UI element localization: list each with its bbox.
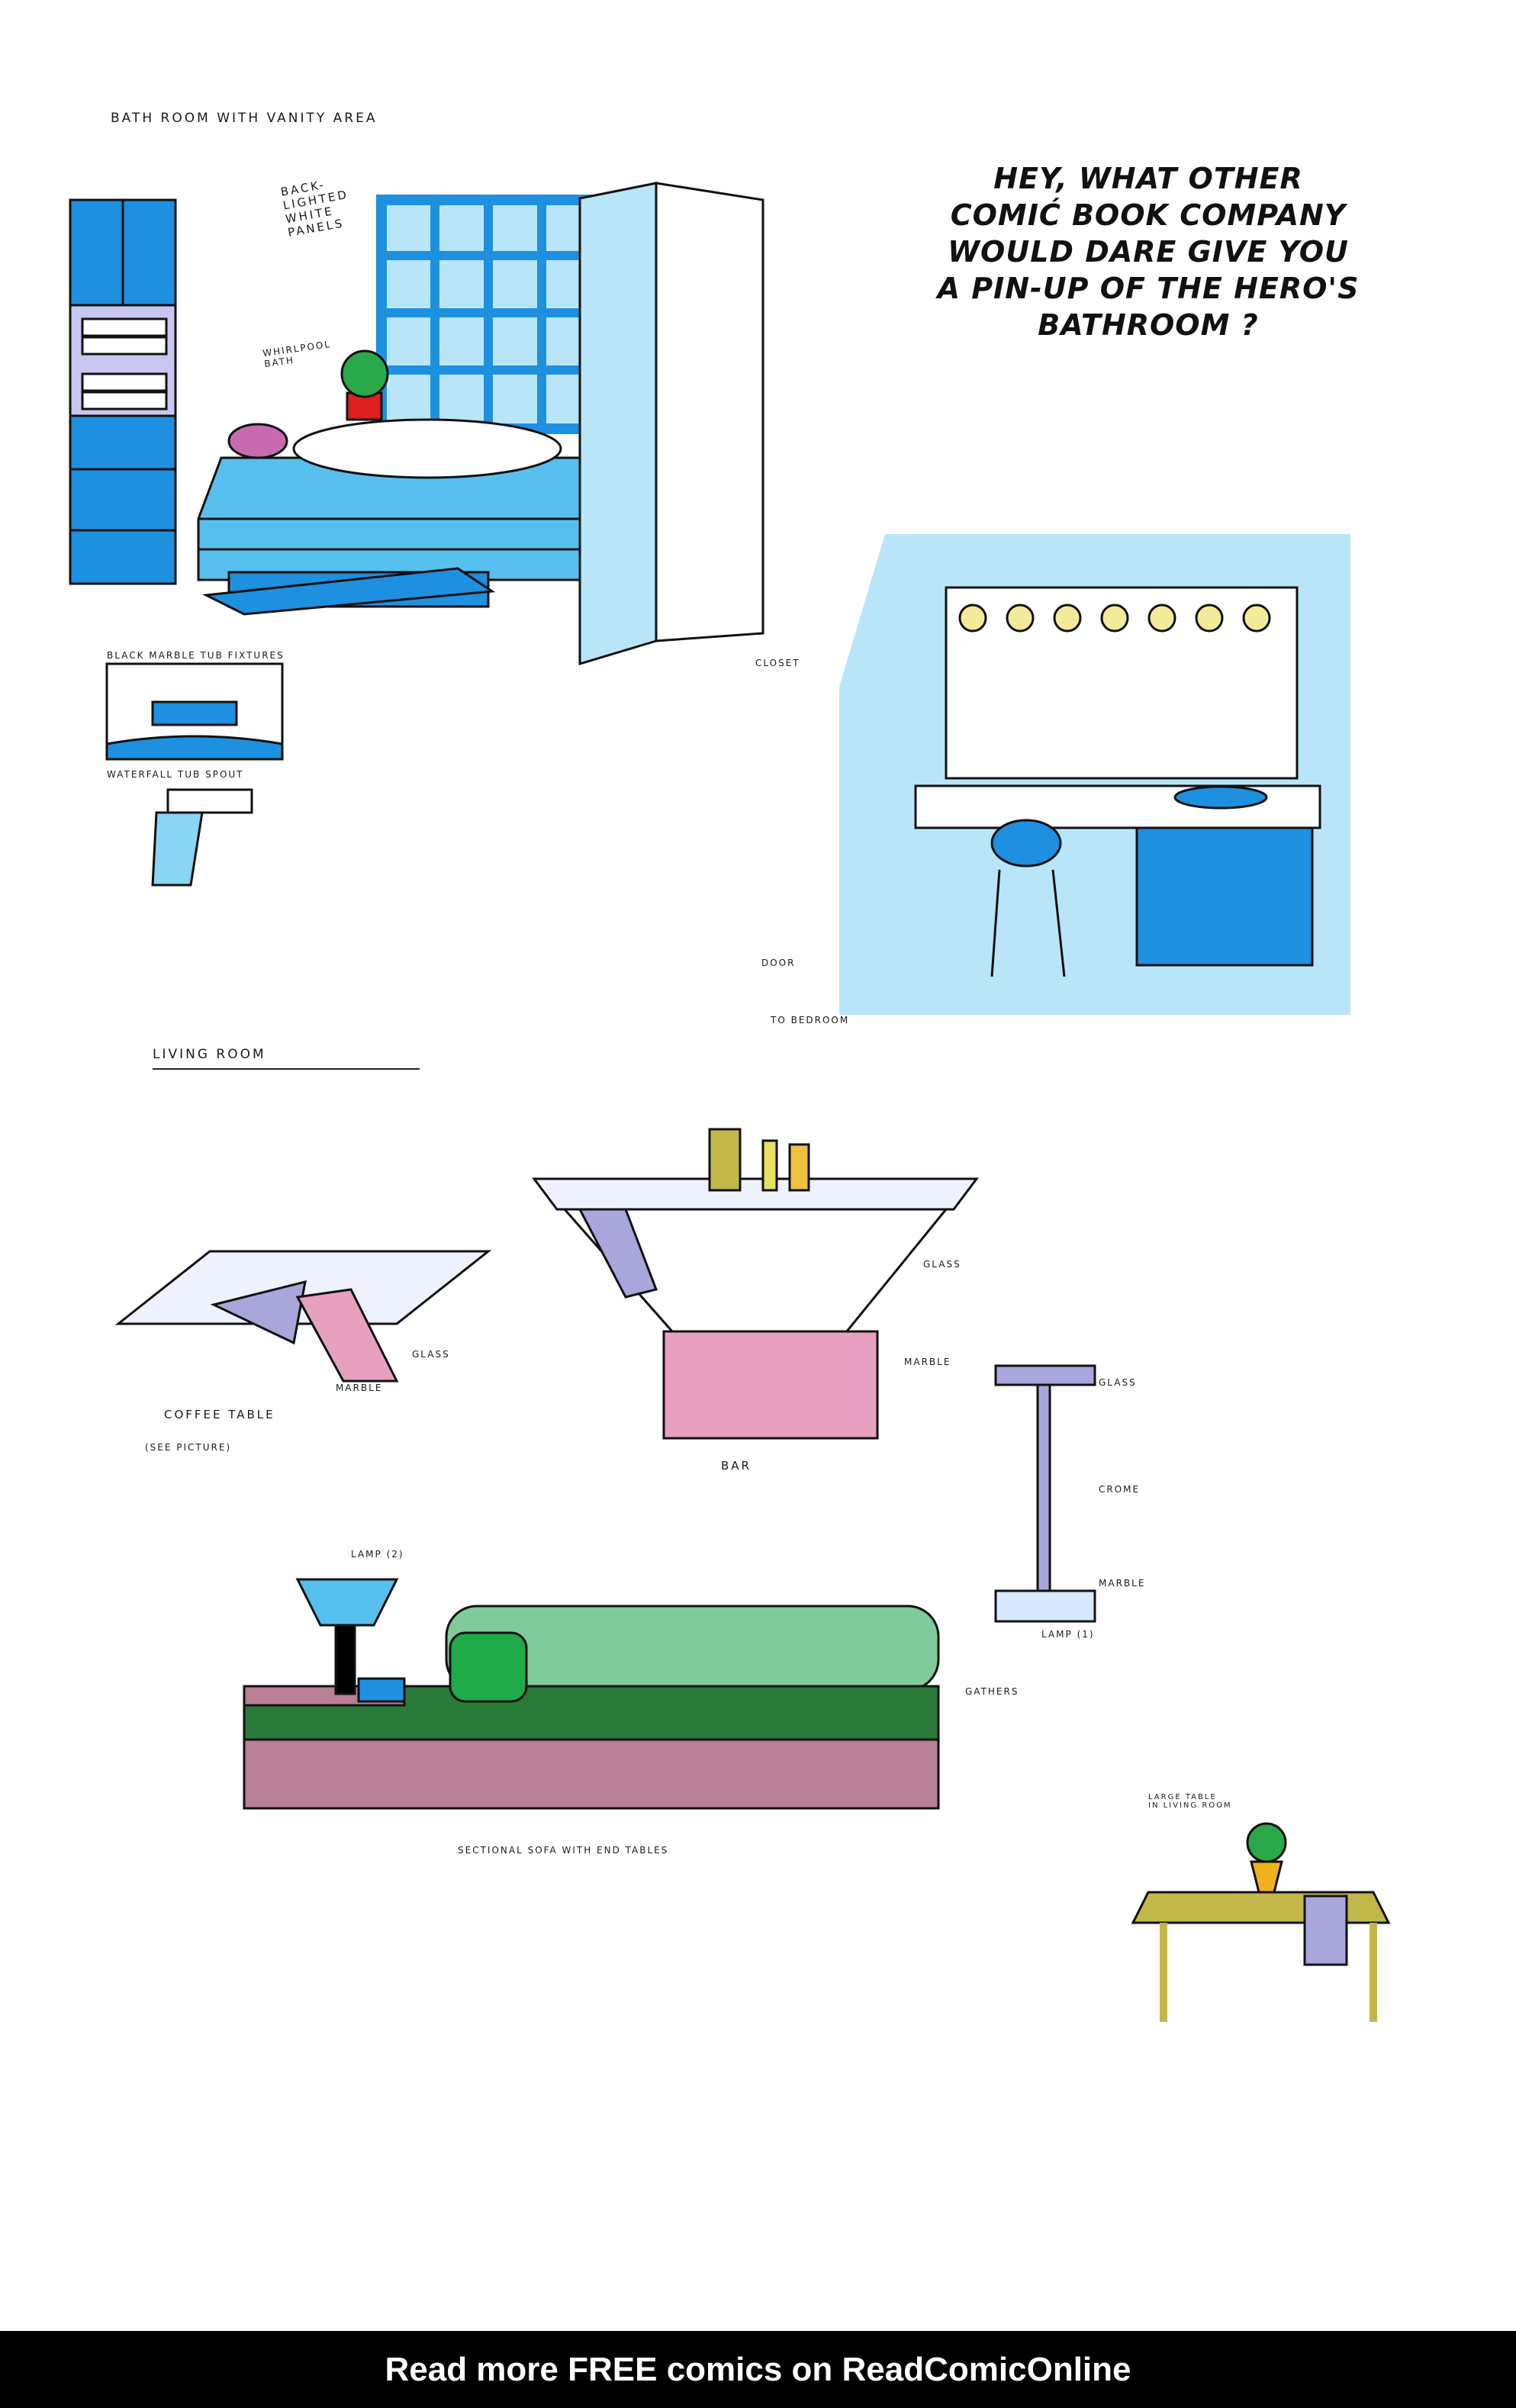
tub-fixtures-label: BLACK MARBLE TUB FIXTURES xyxy=(107,650,285,661)
caption-line: WOULD DARE GIVE YOU xyxy=(948,235,1349,269)
see-picture-label: (SEE PICTURE) xyxy=(145,1442,232,1453)
to-bedroom-label: TO BEDROOM xyxy=(771,1015,850,1025)
closet-doors xyxy=(578,182,764,666)
bar-glass-label: GLASS xyxy=(923,1259,961,1270)
gathers-label: GATHERS xyxy=(965,1686,1019,1697)
sectional-sofa xyxy=(243,1578,940,1810)
caption-line: COMIĆ BOOK COMPANY xyxy=(950,198,1347,232)
bar-unit xyxy=(532,1128,979,1440)
coffee-glass-label: GLASS xyxy=(412,1349,450,1360)
closet-label: CLOSET xyxy=(755,658,800,668)
bathroom-scene xyxy=(69,182,1350,1015)
section-title-bath: BATH ROOM WITH VANITY AREA xyxy=(111,111,378,126)
bath-rug xyxy=(201,567,496,616)
large-table-label-line: IN LIVING ROOM xyxy=(1148,1801,1232,1810)
lamp-glass-label: GLASS xyxy=(1099,1377,1137,1388)
large-table-label-line: LARGE TABLE xyxy=(1148,1793,1217,1801)
large-table xyxy=(1131,1822,1391,2022)
lamp-crome-label: CROME xyxy=(1099,1484,1141,1495)
bar-label: BAR xyxy=(721,1459,752,1473)
lamp-two-label: LAMP (2) xyxy=(351,1549,404,1560)
coffee-table-label: COFFEE TABLE xyxy=(164,1408,275,1421)
section-rule-living xyxy=(153,1068,420,1070)
tub-plant xyxy=(340,349,389,421)
tub-spout-label: WATERFALL TUB SPOUT xyxy=(107,769,244,780)
section-title-living: LIVING ROOM xyxy=(153,1047,266,1062)
large-table-label: LARGE TABLE IN LIVING ROOM xyxy=(1148,1793,1232,1810)
fixture-inset xyxy=(105,662,284,887)
coffee-table xyxy=(114,1250,492,1383)
basket xyxy=(227,423,288,459)
living-scene xyxy=(114,1128,1391,2022)
door-label: DOOR xyxy=(761,958,796,968)
footer-link-text[interactable]: Read more FREE comics on ReadComicOnline xyxy=(385,2350,1131,2388)
linen-cabinet xyxy=(69,198,177,585)
floor-lamp xyxy=(994,1364,1096,1623)
caption-box: HEY, WHAT OTHER COMIĆ BOOK COMPANY WOULD… xyxy=(935,160,1362,343)
bar-marble-label: MARBLE xyxy=(904,1357,951,1367)
caption-line: BATHROOM ? xyxy=(1038,308,1259,342)
vanity-room xyxy=(839,534,1350,1015)
footer-banner[interactable]: Read more FREE comics on ReadComicOnline xyxy=(0,2331,1516,2408)
lamp-marble-label: MARBLE xyxy=(1099,1578,1146,1589)
coffee-marble-label: MARBLE xyxy=(336,1383,383,1393)
caption-line: HEY, WHAT OTHER xyxy=(993,162,1303,195)
panels-label: BACK- LIGHTED WHITE PANELS xyxy=(279,174,354,240)
caption-line: A PIN-UP OF THE HERO'S xyxy=(937,272,1360,305)
lamp-one-label: LAMP (1) xyxy=(1041,1629,1095,1640)
backlit-panels xyxy=(376,195,600,434)
sofa-label: SECTIONAL SOFA WITH END TABLES xyxy=(458,1845,669,1856)
illustration xyxy=(69,182,1391,2022)
